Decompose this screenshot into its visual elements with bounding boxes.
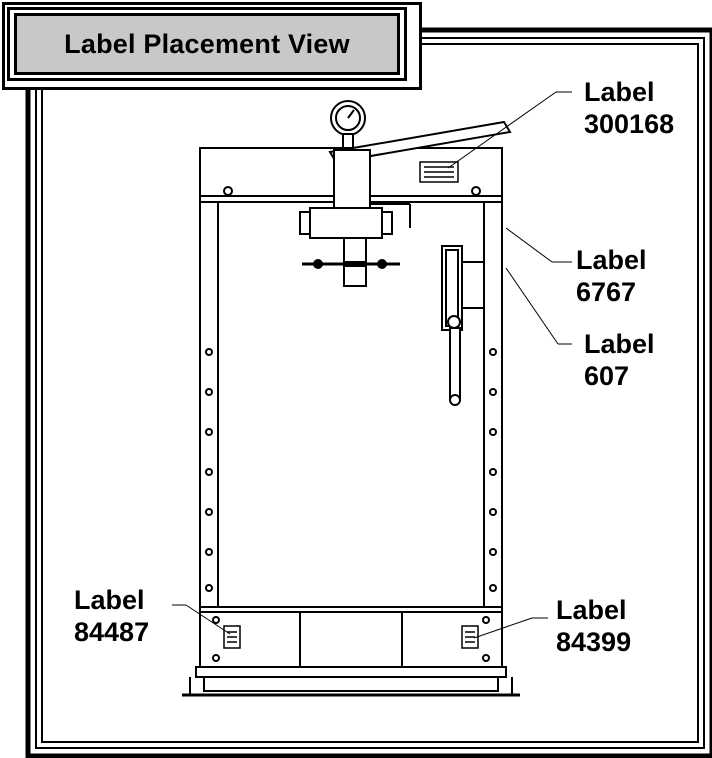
callout-word: Label xyxy=(584,329,655,359)
machine-label-stickers xyxy=(223,161,479,649)
title-panel: Label Placement View xyxy=(0,0,428,94)
press-bed xyxy=(182,606,520,697)
press-left-upright xyxy=(199,201,219,608)
hydraulic-pump xyxy=(299,100,512,287)
callout-label-300168: Label 300168 xyxy=(584,76,674,140)
side-lever xyxy=(441,245,485,406)
callout-number: 84399 xyxy=(556,627,632,657)
callout-number: 300168 xyxy=(584,109,675,139)
callout-word: Label xyxy=(556,595,627,625)
leader-lines xyxy=(172,91,572,639)
callout-word: Label xyxy=(74,585,145,615)
callout-label-607: Label 607 xyxy=(584,328,655,392)
callout-label-84399: Label 84399 xyxy=(556,594,631,658)
callout-number: 607 xyxy=(584,361,630,391)
title-box: Label Placement View xyxy=(14,13,400,75)
press-right-upright xyxy=(483,201,503,608)
callout-label-84487: Label 84487 xyxy=(74,584,149,648)
callout-word: Label xyxy=(584,77,655,107)
callout-number: 6767 xyxy=(576,277,637,307)
callout-word: Label xyxy=(576,245,647,275)
callout-label-6767: Label 6767 xyxy=(576,244,647,308)
callout-number: 84487 xyxy=(74,617,150,647)
page-title: Label Placement View xyxy=(64,28,350,59)
